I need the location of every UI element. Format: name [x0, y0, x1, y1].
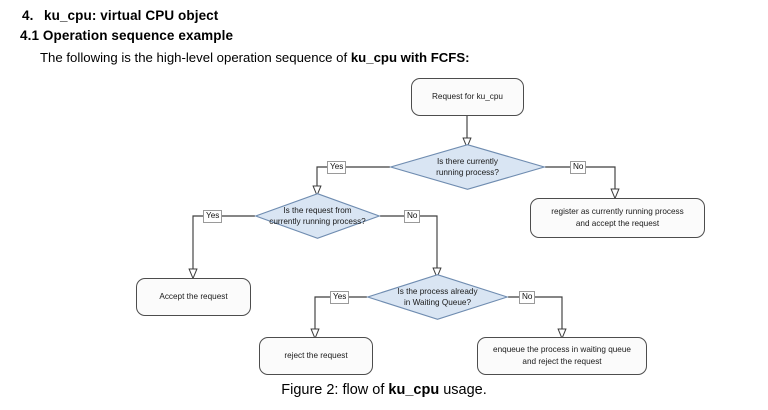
node-request-for-ku-cpu[interactable]: Request for ku_cpu	[411, 78, 524, 116]
node-label-line1: enqueue the process in waiting queue	[493, 345, 631, 355]
figure-caption: Figure 2: flow of ku_cpu usage.	[0, 382, 768, 398]
caption-suffix: usage.	[439, 382, 487, 398]
node-label-line1: register as currently running process	[551, 207, 684, 217]
node-label: reject the request	[284, 351, 348, 361]
diamond-shape	[254, 193, 381, 239]
section-title: ku_cpu: virtual CPU object	[44, 8, 219, 23]
edge-label-d3-yes: Yes	[330, 291, 350, 305]
edge-label-d1-yes: Yes	[327, 161, 347, 175]
node-enqueue-the-process-in-waiting-queue[interactable]: enqueue the process in waiting queue and…	[477, 337, 647, 375]
node-label-line2: and reject the request	[522, 357, 602, 366]
intro-emphasis: ku_cpu with FCFS:	[350, 50, 470, 65]
edge-label-d1-no: No	[570, 161, 587, 175]
intro-text: The following is the high-level operatio…	[40, 50, 351, 65]
node-label-line2: and accept the request	[575, 219, 660, 228]
node-label-wrapper: enqueue the process in waiting queue and…	[493, 344, 631, 368]
subsection-heading: 4.1 Operation sequence example	[20, 28, 234, 43]
diamond-shape	[388, 144, 547, 190]
caption-emphasis: ku_cpu	[388, 382, 440, 398]
node-is-the-request-from-currently-running-process[interactable]: Is the request from currently running pr…	[254, 193, 381, 239]
intro-paragraph: The following is the high-level operatio…	[40, 50, 470, 65]
diamond-shape	[365, 274, 510, 320]
section-heading: 4. ku_cpu: virtual CPU object	[22, 8, 218, 23]
node-label: Request for ku_cpu	[431, 92, 503, 102]
node-accept-the-request[interactable]: Accept the request	[136, 278, 251, 316]
node-is-there-currently-running-process[interactable]: Is there currently running process?	[388, 144, 547, 190]
node-label-wrapper: register as currently running process an…	[551, 206, 683, 230]
edge-label-d2-no: No	[404, 210, 421, 224]
edge-label-d3-no: No	[519, 291, 536, 305]
node-is-the-process-already-in-waiting-queue[interactable]: Is the process already in Waiting Queue?	[365, 274, 510, 320]
edge-label-d2-yes: Yes	[203, 210, 223, 224]
node-reject-the-request[interactable]: reject the request	[259, 337, 373, 375]
caption-prefix: Figure 2: flow of	[281, 382, 389, 398]
node-register-as-currently-running-process[interactable]: register as currently running process an…	[530, 198, 705, 238]
node-label: Accept the request	[159, 292, 228, 302]
section-number: 4.	[22, 8, 34, 23]
